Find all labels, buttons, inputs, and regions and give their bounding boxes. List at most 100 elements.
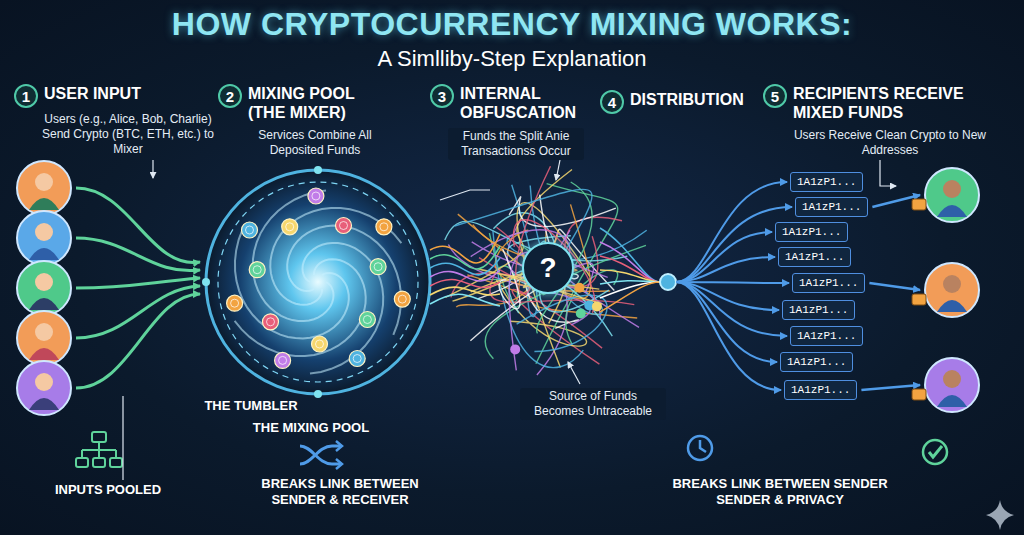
avatar-body (29, 348, 59, 360)
step-header: 1USER INPUT (14, 84, 204, 108)
address-text: 1A1zP1... (797, 176, 856, 188)
bottom-icons (76, 432, 1014, 530)
avatar-body (29, 298, 59, 310)
fan-line (676, 257, 775, 282)
coin (275, 352, 291, 368)
hub-in-strand (600, 282, 660, 298)
mixer-out-strand (430, 270, 500, 281)
note: Source of Funds Becomes Untraceable (520, 388, 666, 420)
pooled-tree-icon (76, 432, 122, 467)
coin (227, 295, 243, 311)
step-title: INTERNAL OBFUSCATION (460, 84, 590, 122)
step-title: RECIPIENTS RECEIVE MIXED FUNDS (793, 84, 1008, 122)
step-title: MIXING POOL (THE MIXER) (248, 84, 378, 122)
clock-icon (688, 436, 712, 460)
step-description: Services Combine All Deposited Funds (240, 128, 390, 158)
distribution-hub (660, 274, 676, 290)
ring-dot (202, 278, 210, 286)
avatar-bg (925, 358, 979, 412)
mixer-out-strand (430, 234, 500, 263)
avatar-bg (925, 168, 979, 222)
fan-line (676, 282, 789, 283)
avatar-head (943, 180, 961, 198)
wallet-icon (912, 294, 926, 305)
mixer-inner-ring (218, 182, 418, 382)
address-box: 1A1zP1... (790, 326, 863, 346)
icon-caption: BREAKS LINK BETWEEN SENDER & RECEIVER (245, 476, 435, 508)
coin-mark (398, 295, 406, 303)
address-box: 1A1zP1... (780, 352, 853, 372)
avatar-head (35, 323, 53, 341)
coin-mark (267, 318, 275, 326)
avatar-head (35, 373, 53, 391)
ring-dot (314, 390, 322, 398)
step-number: 1 (14, 84, 38, 108)
address-text: 1A1zP1... (797, 330, 856, 342)
recipient-avatars (912, 168, 979, 412)
avatar-bg (17, 161, 71, 215)
check-icon (923, 440, 947, 464)
mixer-out-strand (430, 287, 500, 295)
coin (394, 291, 410, 307)
part-label: THE TUMBLER (196, 398, 306, 414)
tangle-coin (592, 302, 602, 312)
tangle-strand (517, 295, 607, 351)
coin-mark (279, 356, 287, 364)
tangle-coin (574, 283, 584, 293)
deposit-arrow (76, 278, 200, 288)
sparkle-watermark (986, 500, 1014, 530)
step-description: Users (e.g., Alice, Bob, Charlie) Send C… (38, 112, 218, 157)
address-text: 1A1zP1... (802, 201, 861, 213)
payout-arrow (869, 283, 920, 290)
shuffle-icon (300, 441, 342, 469)
leader-arrows (123, 160, 896, 480)
coin (282, 219, 298, 235)
title: HOW CRYPTOCURRENCY MIXING WORKS: (0, 6, 1024, 43)
avatar-body (937, 300, 967, 312)
step-number: 3 (430, 84, 454, 108)
coin (336, 218, 352, 234)
avatar-body (29, 198, 59, 210)
address-text: 1A1zP1... (787, 356, 846, 368)
deposit-arrow (76, 188, 200, 263)
avatar-bg (17, 261, 71, 315)
hub-in-strand (600, 282, 660, 312)
icon-caption: BREAKS LINK BETWEEN SENDER SENDER & PRIV… (650, 476, 910, 508)
coin (359, 312, 375, 328)
deposit-arrow (76, 294, 200, 388)
coin (349, 351, 365, 367)
coin (376, 219, 392, 235)
coin (242, 222, 258, 238)
mixer-out-strand (430, 279, 500, 287)
coin (312, 336, 328, 352)
avatar-head (943, 275, 961, 293)
coin (263, 314, 279, 330)
avatar-head (35, 173, 53, 191)
hub-in-strand (600, 256, 660, 282)
coin-mark (286, 223, 294, 231)
user-avatars (17, 161, 200, 415)
tangle-strand (513, 220, 594, 313)
step-header: 5RECIPIENTS RECEIVE MIXED FUNDS (763, 84, 1008, 122)
coin (249, 262, 265, 278)
avatar-bg (17, 311, 71, 365)
avatar-body (937, 395, 967, 407)
obfuscation-tangle (430, 166, 660, 375)
step-description: Funds the Split Anie Transactionss Occur (448, 128, 584, 160)
step-number: 5 (763, 84, 787, 108)
coin (370, 259, 386, 275)
coin (308, 188, 324, 204)
address-text: 1A1zP1... (799, 277, 858, 289)
mixer-out-strand (430, 294, 500, 306)
step-description: Users Receive Clean Crypto to New Addres… (790, 128, 990, 158)
deposit-arrow (76, 238, 200, 271)
tangle-coin (510, 344, 520, 354)
address-text: 1A1zP1... (785, 251, 844, 263)
address-box: 1A1zP1... (778, 247, 851, 267)
address-text: 1A1zP1... (782, 226, 841, 238)
coin-mark (312, 192, 320, 200)
wallet-icon (912, 389, 926, 400)
step-title: DISTRIBUTION (630, 90, 780, 109)
fan-line (676, 207, 792, 282)
step-number: 2 (218, 84, 242, 108)
